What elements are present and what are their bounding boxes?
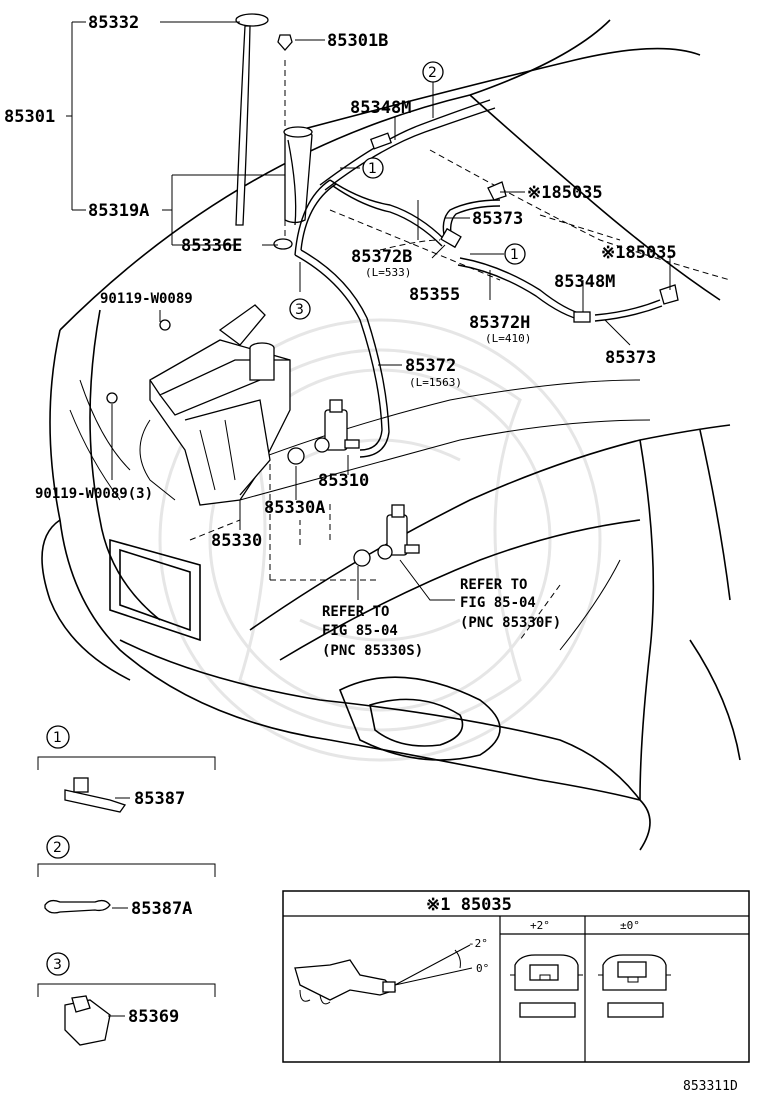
refer-right-line1: REFER TO — [460, 577, 527, 593]
label-85330a: 85330A — [264, 498, 325, 518]
bolt-90119-b — [106, 392, 118, 404]
label-90119-a: 90119-W0089 — [100, 291, 193, 307]
callout-1b: 1 — [510, 247, 519, 263]
label-85301: 85301 — [4, 107, 55, 127]
hose-85348m-top — [319, 99, 491, 186]
inset-pm0: ±0° — [620, 919, 640, 932]
label-85372b: 85372B — [351, 247, 412, 267]
refer-left-line3: (PNC 85330S) — [322, 643, 423, 659]
figure-code: 853311D — [683, 1079, 738, 1094]
vehicle-body-outline — [41, 19, 741, 851]
callout-circles: 1 2 1 3 — [289, 61, 526, 320]
inset-title: ※1 85035 — [426, 895, 512, 915]
filler-assembly — [235, 13, 313, 250]
clip-85301b — [277, 34, 293, 51]
refer-right-line3: (PNC 85330F) — [460, 615, 561, 631]
inset-nozzle-drawing — [294, 959, 397, 1001]
angle-0: 0° — [476, 962, 489, 975]
section-circle-3: 3 — [53, 957, 62, 973]
label-85330: 85330 — [211, 531, 262, 551]
label-85372: 85372 — [405, 356, 456, 376]
grommet-85330a — [287, 447, 305, 465]
label-85387a: 85387A — [131, 899, 192, 919]
angle-neg2: -2° — [468, 937, 488, 950]
label-85310: 85310 — [318, 471, 369, 491]
bolt-90119-a — [159, 319, 171, 331]
label-90119-b: 90119-W0089(3) — [35, 486, 153, 502]
inset-pm0-view — [598, 954, 671, 1018]
clamp-85387a — [44, 899, 111, 914]
label-85369: 85369 — [128, 1007, 179, 1027]
label-85387: 85387 — [134, 789, 185, 809]
connector-85355 — [440, 227, 462, 249]
callout-3: 3 — [295, 302, 304, 318]
section-circles: 1 2 3 — [46, 725, 70, 976]
label-85336e: 85336E — [181, 236, 242, 256]
inset-plus2: +2° — [530, 919, 550, 932]
filler-pipe — [235, 25, 251, 226]
hose-85372 — [294, 254, 383, 451]
detail-parts — [37, 756, 216, 1046]
watermark-emblem — [158, 318, 602, 762]
nozzle-mid — [659, 284, 679, 305]
label-85372h: 85372H — [469, 313, 530, 333]
label-85373-mid: 85373 — [605, 348, 656, 368]
refer-left-line1: REFER TO — [322, 604, 389, 620]
hose-85372b — [329, 179, 446, 241]
section-circle-1: 1 — [53, 730, 62, 746]
label-85332: 85332 — [88, 13, 139, 33]
nozzle-adjustment-inset: ※1 85035 +2° ±0° -2° 0° — [282, 890, 750, 1063]
nozzle-top — [487, 181, 507, 201]
label-85355: 85355 — [409, 285, 460, 305]
label-85348m-top: 85348M — [350, 98, 411, 118]
label-85373-top: 85373 — [472, 209, 523, 229]
hose-85372h — [459, 257, 586, 316]
pumps — [106, 319, 420, 567]
label-85372h-length: (L=410) — [485, 332, 531, 345]
hose-85373-mid — [594, 299, 661, 316]
part-labels: 85332 85301B 85301 85348M 85319A 85336E … — [4, 13, 677, 1027]
washer-tank — [139, 304, 291, 506]
refer-right-line2: FIG 85-04 — [460, 595, 536, 611]
hose-85373-top — [442, 199, 501, 241]
inset-plus2-view — [510, 954, 583, 1018]
leader-lines — [66, 21, 671, 601]
label-85372-length: (L=1563) — [409, 376, 462, 389]
label-85035-mid: ※185035 — [601, 243, 677, 263]
label-85301b: 85301B — [327, 31, 388, 51]
grommet-85336e — [273, 238, 293, 250]
tank-bracket — [218, 304, 266, 346]
label-85319a: 85319A — [88, 201, 149, 221]
callout-2: 2 — [428, 65, 437, 81]
refer-left-line2: FIG 85-04 — [322, 623, 398, 639]
clamp-85387 — [64, 789, 127, 813]
label-85035-top: ※185035 — [527, 183, 603, 203]
hoses — [294, 99, 679, 458]
label-85372b-length: (L=533) — [365, 266, 411, 279]
label-85348m-mid: 85348M — [554, 272, 615, 292]
filler-cap — [235, 13, 269, 27]
callout-1a: 1 — [368, 161, 377, 177]
section-circle-2: 2 — [53, 840, 62, 856]
